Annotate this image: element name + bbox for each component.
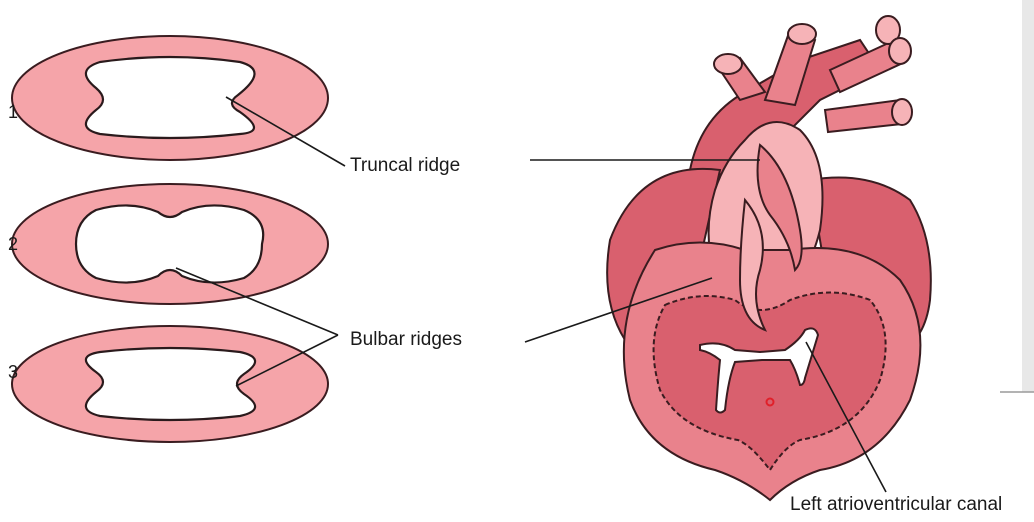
- label-bulbar-ridges: Bulbar ridges: [350, 329, 462, 350]
- page-edge-panel: [1022, 0, 1034, 392]
- stage-number-1: 1: [8, 102, 18, 122]
- stage-number-3: 3: [8, 362, 18, 382]
- stage-number-2: 2: [8, 234, 18, 254]
- cross-section-3: [12, 326, 328, 442]
- cross-section-2: [12, 184, 328, 304]
- cross-section-1: [12, 36, 328, 160]
- heart-illustration: [607, 16, 931, 500]
- label-truncal-ridge: Truncal ridge: [350, 155, 460, 176]
- label-left-av-canal: Left atrioventricular canal: [790, 494, 1002, 515]
